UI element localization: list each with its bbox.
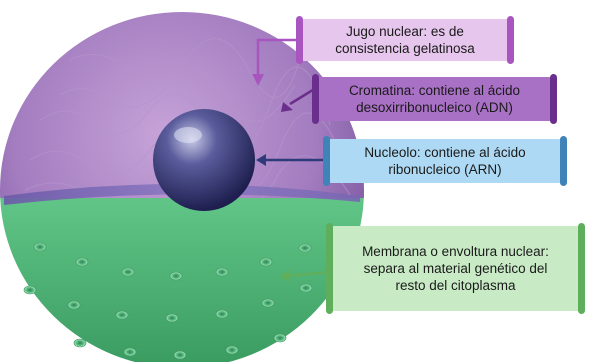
label-cromatina: Cromatina: contiene al ácido desoxirribo…: [312, 74, 557, 124]
label-cap-left: [326, 223, 333, 314]
label-cap-right: [560, 136, 567, 186]
label-cap-right: [507, 16, 514, 64]
arrow-membrana: [286, 270, 331, 278]
nucleolus-sphere: [153, 109, 255, 211]
label-membrana: Membrana o envoltura nuclear: separa al …: [326, 223, 585, 314]
arrow-cromatina: [289, 86, 317, 106]
label-cap-left: [323, 136, 330, 186]
label-arrows: [252, 38, 331, 282]
label-cap-left: [296, 16, 303, 64]
label-membrana-text: Membrana o envoltura nuclear: separa al …: [362, 244, 549, 293]
label-cap-right: [578, 223, 585, 314]
label-nucleolo-text: Nucleolo: contiene al ácido ribonucleico…: [364, 145, 526, 177]
arrow-jugo: [256, 38, 300, 78]
label-cromatina-text: Cromatina: contiene al ácido desoxirribo…: [348, 83, 521, 115]
label-jugo-nuclear-text: Jugo nuclear: es de consistencia gelatin…: [335, 24, 475, 56]
label-cap-right: [550, 74, 557, 124]
label-nucleolo: Nucleolo: contiene al ácido ribonucleico…: [323, 136, 567, 186]
cross-section-plane: [4, 184, 360, 205]
label-jugo-nuclear: Jugo nuclear: es de consistencia gelatin…: [296, 16, 514, 64]
nuclear-pore-dots: [23, 242, 313, 360]
label-cap-left: [312, 74, 319, 124]
